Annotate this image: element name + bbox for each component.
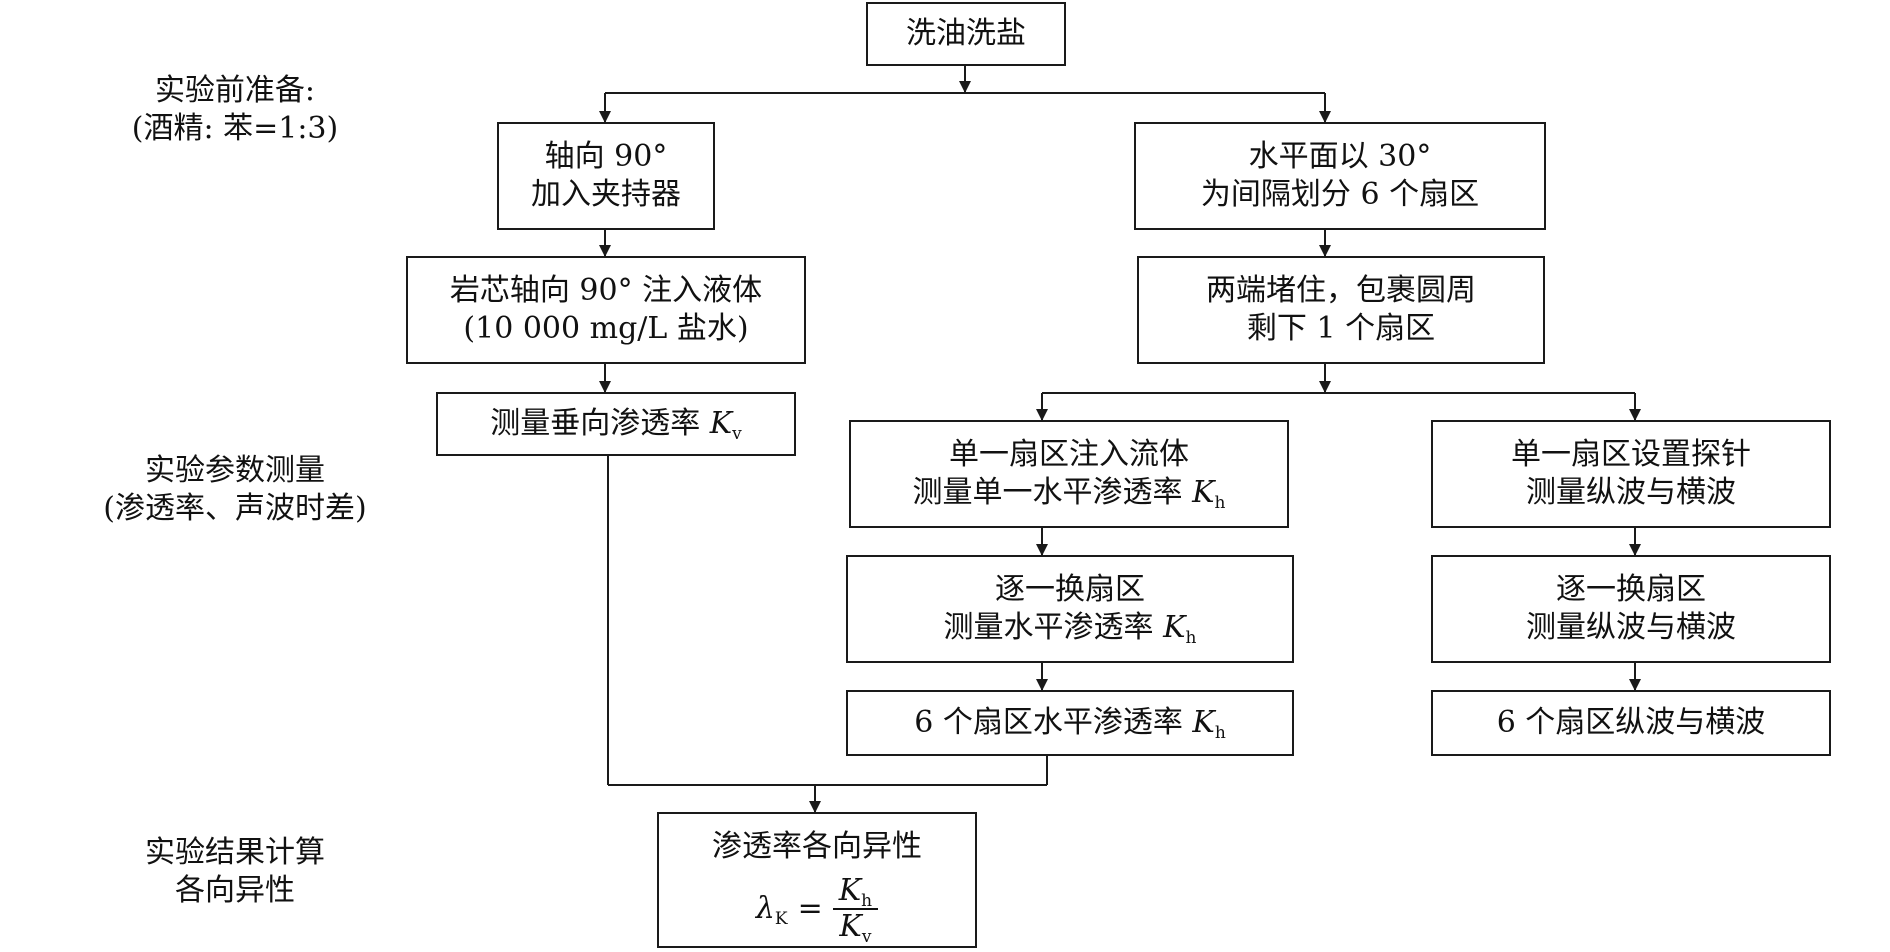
formula-denominator: Kv [833,909,877,947]
node-inject-axial-line1: 岩芯轴向 90° 注入液体 [449,273,763,308]
node-rotate-wave-line1: 逐一换扇区 [1556,572,1706,607]
node-measure-kv-label: 测量垂向渗透率 Kv [490,405,742,443]
formula-equals: = [797,891,823,926]
single-inject-line2-text: 测量单一水平渗透率 [912,475,1193,510]
node-rotate-wave-line2: 测量纵波与横波 [1526,610,1736,645]
formula-lambda-sub: K [774,909,788,929]
node-seal-line2: 剩下 1 个扇区 [1246,311,1436,346]
node-rotate-perm-line1: 逐一换扇区 [995,572,1145,607]
node-rotate-sector-wave: 逐一换扇区 测量纵波与横波 [1431,555,1831,663]
numerator-var: K [838,873,862,908]
stage-prep-line2: (酒精: 苯=1:3) [131,111,339,146]
node-single-inject-line1: 单一扇区注入流体 [949,437,1189,472]
measure-kv-var: K [709,406,733,441]
rotate-perm-sub: h [1185,628,1197,648]
node-axial-clamp: 轴向 90° 加入夹持器 [497,122,715,230]
node-divide-sectors: 水平面以 30° 为间隔划分 6 个扇区 [1134,122,1546,230]
single-inject-sub: h [1214,493,1226,513]
node-six-perm-label: 6 个扇区水平渗透率 Kh [914,704,1226,742]
node-seal-line1: 两端堵住，包裹圆周 [1206,273,1476,308]
stage-label-result: 实验结果计算 各向异性 [100,834,370,910]
node-inject-axial: 岩芯轴向 90° 注入液体 (10 000 mg/L 盐水) [406,256,806,364]
six-perm-sub: h [1214,723,1226,743]
anisotropy-title: 渗透率各向异性 [712,829,922,864]
node-six-sector-wave: 6 个扇区纵波与横波 [1431,690,1831,756]
node-six-wave-label: 6 个扇区纵波与横波 [1496,705,1766,740]
six-perm-var: K [1192,705,1215,740]
node-probe-line1: 单一扇区设置探针 [1511,437,1751,472]
node-anisotropy-result: 渗透率各向异性 λK = Kh Kv [657,812,977,948]
node-wash-oil-salt: 洗油洗盐 [866,2,1066,66]
node-divide-line2: 为间隔划分 6 个扇区 [1200,177,1480,212]
rotate-perm-var: K [1163,610,1186,645]
stage-result-line1: 实验结果计算 [145,835,325,870]
denominator-sub: v [861,927,872,947]
node-six-sector-perm: 6 个扇区水平渗透率 Kh [846,690,1294,756]
formula-numerator: Kh [832,873,879,911]
node-single-sector-inject: 单一扇区注入流体 测量单一水平渗透率 Kh [849,420,1289,528]
node-seal-ends: 两端堵住，包裹圆周 剩下 1 个扇区 [1137,256,1545,364]
six-perm-text: 6 个扇区水平渗透率 [914,705,1193,740]
node-axial-clamp-line1: 轴向 90° [544,139,668,174]
node-measure-kv: 测量垂向渗透率 Kv [436,392,796,456]
node-inject-axial-line2: (10 000 mg/L 盐水) [463,311,749,346]
numerator-sub: h [861,891,873,911]
anisotropy-formula: λK = Kh Kv [756,873,879,947]
stage-prep-line1: 实验前准备: [154,73,316,108]
node-wash-label: 洗油洗盐 [906,16,1026,51]
formula-fraction: Kh Kv [832,873,879,947]
measure-kv-text: 测量垂向渗透率 [490,406,710,441]
stage-measure-line2: (渗透率、声波时差) [103,491,367,526]
node-single-inject-line2: 测量单一水平渗透率 Kh [913,474,1226,512]
node-rotate-sector-perm: 逐一换扇区 测量水平渗透率 Kh [846,555,1294,663]
measure-kv-sub: v [732,424,742,444]
node-rotate-perm-line2: 测量水平渗透率 Kh [944,609,1197,647]
denominator-var: K [839,909,862,944]
stage-measure-line1: 实验参数测量 [145,453,325,488]
node-single-sector-probe: 单一扇区设置探针 测量纵波与横波 [1431,420,1831,528]
stage-label-prep: 实验前准备: (酒精: 苯=1:3) [100,72,370,148]
node-axial-clamp-line2: 加入夹持器 [531,177,681,212]
rotate-perm-line2-text: 测量水平渗透率 [943,610,1164,645]
stage-label-measure: 实验参数测量 (渗透率、声波时差) [70,452,400,528]
node-divide-line1: 水平面以 30° [1248,139,1432,174]
node-probe-line2: 测量纵波与横波 [1526,475,1736,510]
stage-result-line2: 各向异性 [175,873,295,908]
formula-lambda: λ [755,891,775,926]
formula-lhs: λK [756,890,788,928]
single-inject-var: K [1192,475,1215,510]
